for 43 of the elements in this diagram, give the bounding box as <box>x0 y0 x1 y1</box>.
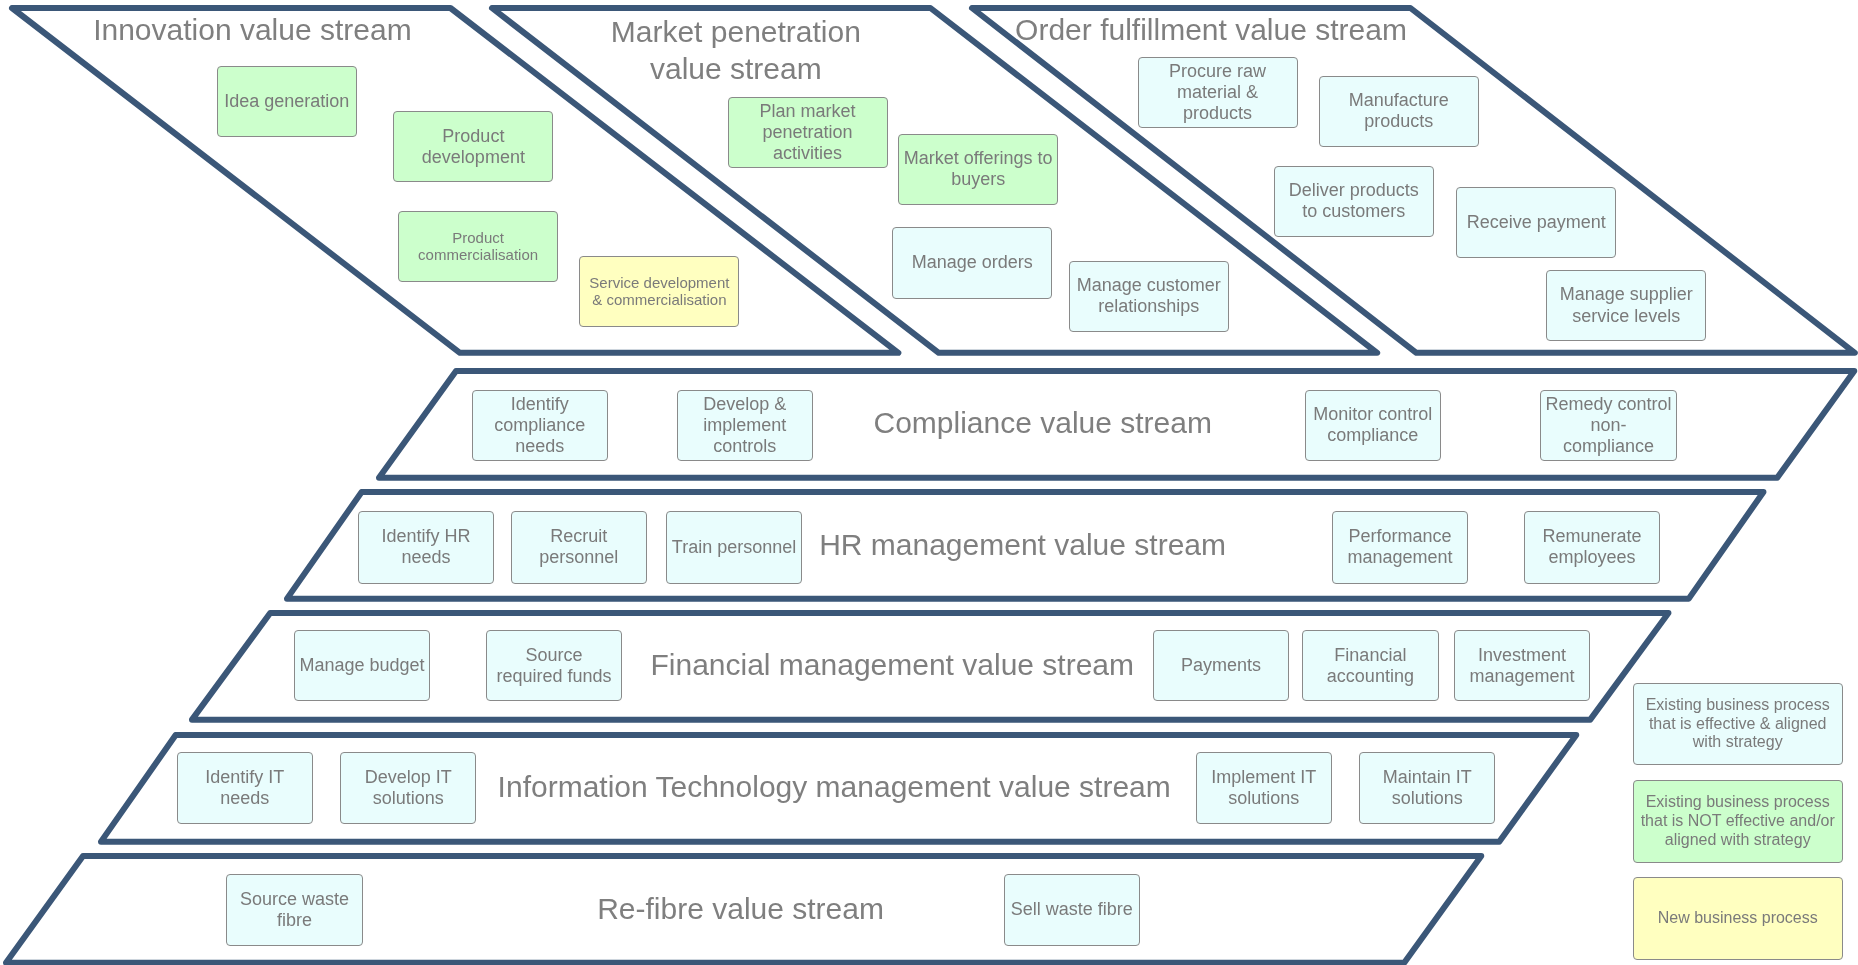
process-box: Source waste fibre <box>226 874 363 946</box>
process-box: Investment management <box>1453 630 1591 702</box>
stream-title: Market penetration value stream <box>609 13 862 87</box>
process-box: Identify compliance needs <box>471 389 608 461</box>
process-box: Sell waste fibre <box>1003 874 1140 946</box>
process-box: Monitor control compliance <box>1304 389 1441 461</box>
process-box: Idea generation <box>216 66 357 138</box>
process-box: Maintain IT solutions <box>1359 752 1496 824</box>
process-box: Payments <box>1152 630 1290 702</box>
process-box: Manage supplier service levels <box>1546 270 1707 342</box>
stream-title: Compliance value stream <box>872 405 1213 442</box>
process-box: Plan market penetration activities <box>727 97 888 169</box>
process-box: Performance management <box>1331 510 1469 585</box>
legend-text: Existing business process that is NOT effective and/or aligned with strategy <box>1639 792 1836 850</box>
stream-title: Innovation value stream <box>92 11 413 48</box>
process-box: Manage budget <box>293 630 431 702</box>
stream-title: Order fulfillment value stream <box>1014 11 1408 48</box>
process-box: Develop IT solutions <box>340 752 477 824</box>
legend-text: Existing business process that is effective & aligned with strategy <box>1644 695 1831 753</box>
legend-text: New business process <box>1657 908 1818 928</box>
process-box: Product commercialisation <box>398 210 559 282</box>
process-box: Market offerings to buyers <box>898 133 1059 205</box>
process-box: Deliver products to customers <box>1273 165 1434 237</box>
process-box: Product development <box>393 111 554 183</box>
process-box: Source required funds <box>485 630 623 702</box>
process-box: Financial accounting <box>1302 630 1439 702</box>
process-box: Manage customer relationships <box>1068 260 1229 332</box>
process-box: Train personnel <box>665 510 803 585</box>
stream-title: Information Technology management value stream <box>496 769 1172 806</box>
process-box: Recruit personnel <box>510 510 647 585</box>
process-box: Procure raw material & products <box>1137 56 1298 128</box>
stream-title: Financial management value stream <box>649 647 1136 683</box>
process-box: Receive payment <box>1456 187 1617 259</box>
process-box: Manufacture products <box>1318 75 1479 147</box>
process-box: Manage orders <box>892 227 1053 299</box>
process-box: Identify IT needs <box>176 752 313 824</box>
process-box: Identify HR needs <box>357 510 495 585</box>
process-box: Remedy control non-compliance <box>1540 389 1677 461</box>
process-box: Develop & implement controls <box>676 389 813 461</box>
process-box: Service development & commercialisation <box>579 255 740 327</box>
stream-title: Re-fibre value stream <box>596 891 885 928</box>
process-box: Implement IT solutions <box>1195 752 1332 824</box>
process-box: Remunerate employees <box>1523 510 1661 585</box>
